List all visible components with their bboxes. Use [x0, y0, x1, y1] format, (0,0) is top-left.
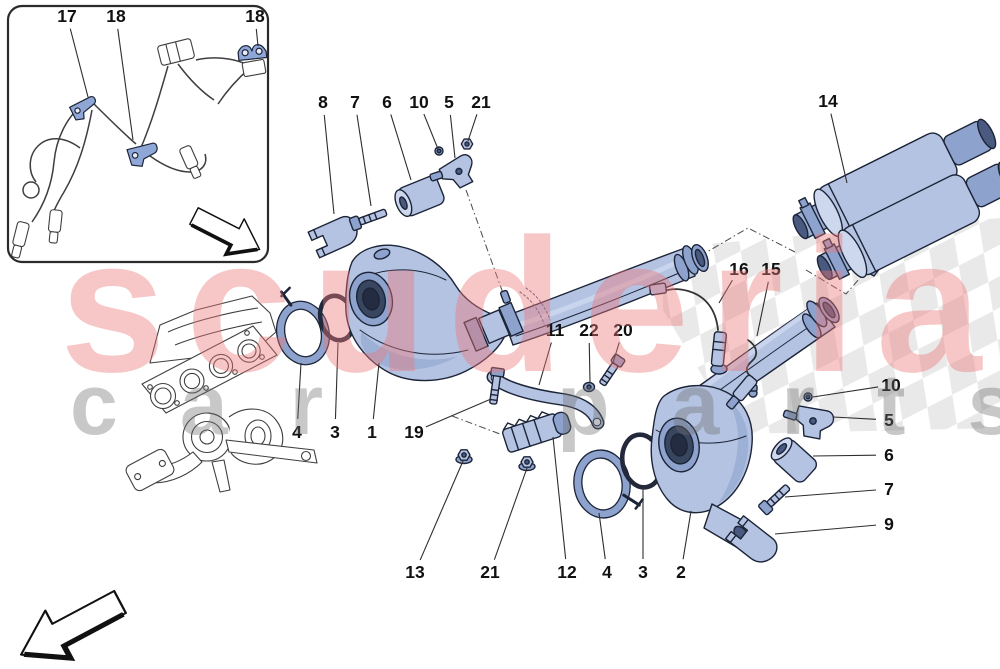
leader-line-10	[812, 386, 879, 398]
callout-10: 10	[409, 92, 429, 112]
leader-line-6	[812, 454, 877, 457]
callout-6: 6	[382, 92, 392, 112]
callout-4: 4	[602, 562, 612, 582]
inset-sensors	[11, 38, 267, 259]
callout-18: 18	[106, 6, 126, 26]
leader-line-5	[832, 416, 877, 420]
leader-line-14	[830, 113, 848, 184]
leader-line-9	[774, 524, 877, 535]
bolt-19	[489, 366, 506, 405]
silencer-14	[792, 118, 1000, 281]
catalytic-converter-1	[345, 243, 709, 382]
leader-line-15	[756, 281, 769, 337]
spacer-bush-6	[394, 175, 445, 218]
catalytic-converter-2	[650, 296, 840, 549]
inset-box	[6, 4, 270, 269]
callout-5: 5	[444, 92, 454, 112]
oxygen-sensor-harness-15	[725, 339, 758, 410]
callout-15: 15	[761, 259, 781, 279]
bracket-5b	[782, 405, 835, 440]
leader-line-16	[718, 279, 733, 304]
leader-line-1	[372, 362, 380, 420]
nut-21-lower	[518, 456, 536, 472]
leader-line-8	[323, 114, 335, 215]
spacer-bush-6b	[770, 437, 818, 483]
leader-line-6	[390, 114, 412, 181]
clamp-shell-8	[307, 215, 358, 259]
leader-line-12	[552, 436, 567, 560]
callout-layer: 17 18 18 8 7 6 10 5 21 14 16 15 11 22 20 4 3 1 19 10 5 6 7 9 13 2…	[57, 6, 901, 582]
leader-line-10	[423, 113, 439, 150]
leader-line-3	[334, 342, 339, 420]
callout-9: 9	[884, 514, 894, 534]
leader-line-4	[297, 362, 302, 420]
callout-12: 12	[557, 562, 577, 582]
leader-line-7	[356, 114, 372, 207]
callout-11: 11	[546, 320, 565, 340]
nut-21	[460, 138, 474, 150]
leader-line-2	[682, 510, 692, 560]
callout-21: 21	[471, 92, 491, 112]
sensor-bracket-17	[69, 95, 96, 121]
engine-manifold	[125, 295, 318, 493]
washer-22	[582, 381, 596, 393]
support-12	[502, 411, 572, 453]
bolt-7	[348, 208, 388, 232]
sensor-clamp-18	[237, 44, 268, 62]
callout-10: 10	[881, 375, 901, 395]
washer-10	[434, 146, 444, 156]
washer-10b	[803, 392, 813, 402]
callout-2: 2	[676, 562, 686, 582]
leader-line-20	[612, 342, 620, 364]
callout-5: 5	[884, 410, 894, 430]
leader-line-18	[255, 28, 259, 47]
callout-3: 3	[638, 562, 648, 582]
callout-16: 16	[729, 259, 749, 279]
leader-line-21	[493, 467, 528, 560]
callout-19: 19	[404, 422, 424, 442]
leader-line-22	[588, 342, 591, 384]
leader-line-11	[538, 342, 552, 386]
nut-13	[455, 449, 473, 465]
callout-17: 17	[57, 6, 76, 26]
bracket-11	[486, 370, 605, 430]
leader-line-19	[425, 398, 492, 428]
v-band-clamp-4	[275, 286, 331, 366]
leader-line-5	[449, 114, 456, 159]
callout-22: 22	[579, 320, 599, 340]
callout-13: 13	[405, 562, 425, 582]
leader-line-4	[598, 512, 606, 560]
clamp-shell-9	[724, 515, 778, 563]
callout-6: 6	[884, 445, 894, 465]
callout-3: 3	[330, 422, 340, 442]
callout-8: 8	[318, 92, 328, 112]
callout-14: 14	[818, 91, 838, 111]
callout-7: 7	[350, 92, 360, 112]
oxygen-sensor-16	[648, 282, 728, 375]
leader-line-21	[467, 114, 478, 142]
callout-1: 1	[367, 422, 377, 442]
callout-4: 4	[292, 422, 302, 442]
bolt-20	[599, 353, 626, 387]
direction-arrow-icon	[7, 576, 135, 669]
bracket-5	[429, 154, 474, 189]
sensor-bracket-18	[126, 142, 158, 167]
bolt-7b	[758, 484, 791, 516]
leader-line-17	[69, 28, 89, 98]
callout-18: 18	[245, 6, 265, 26]
callout-7: 7	[884, 479, 894, 499]
leader-line-18	[117, 28, 134, 141]
callout-20: 20	[613, 320, 633, 340]
leader-line-7	[784, 489, 877, 498]
callout-21: 21	[480, 562, 500, 582]
leader-line-13	[419, 460, 464, 561]
